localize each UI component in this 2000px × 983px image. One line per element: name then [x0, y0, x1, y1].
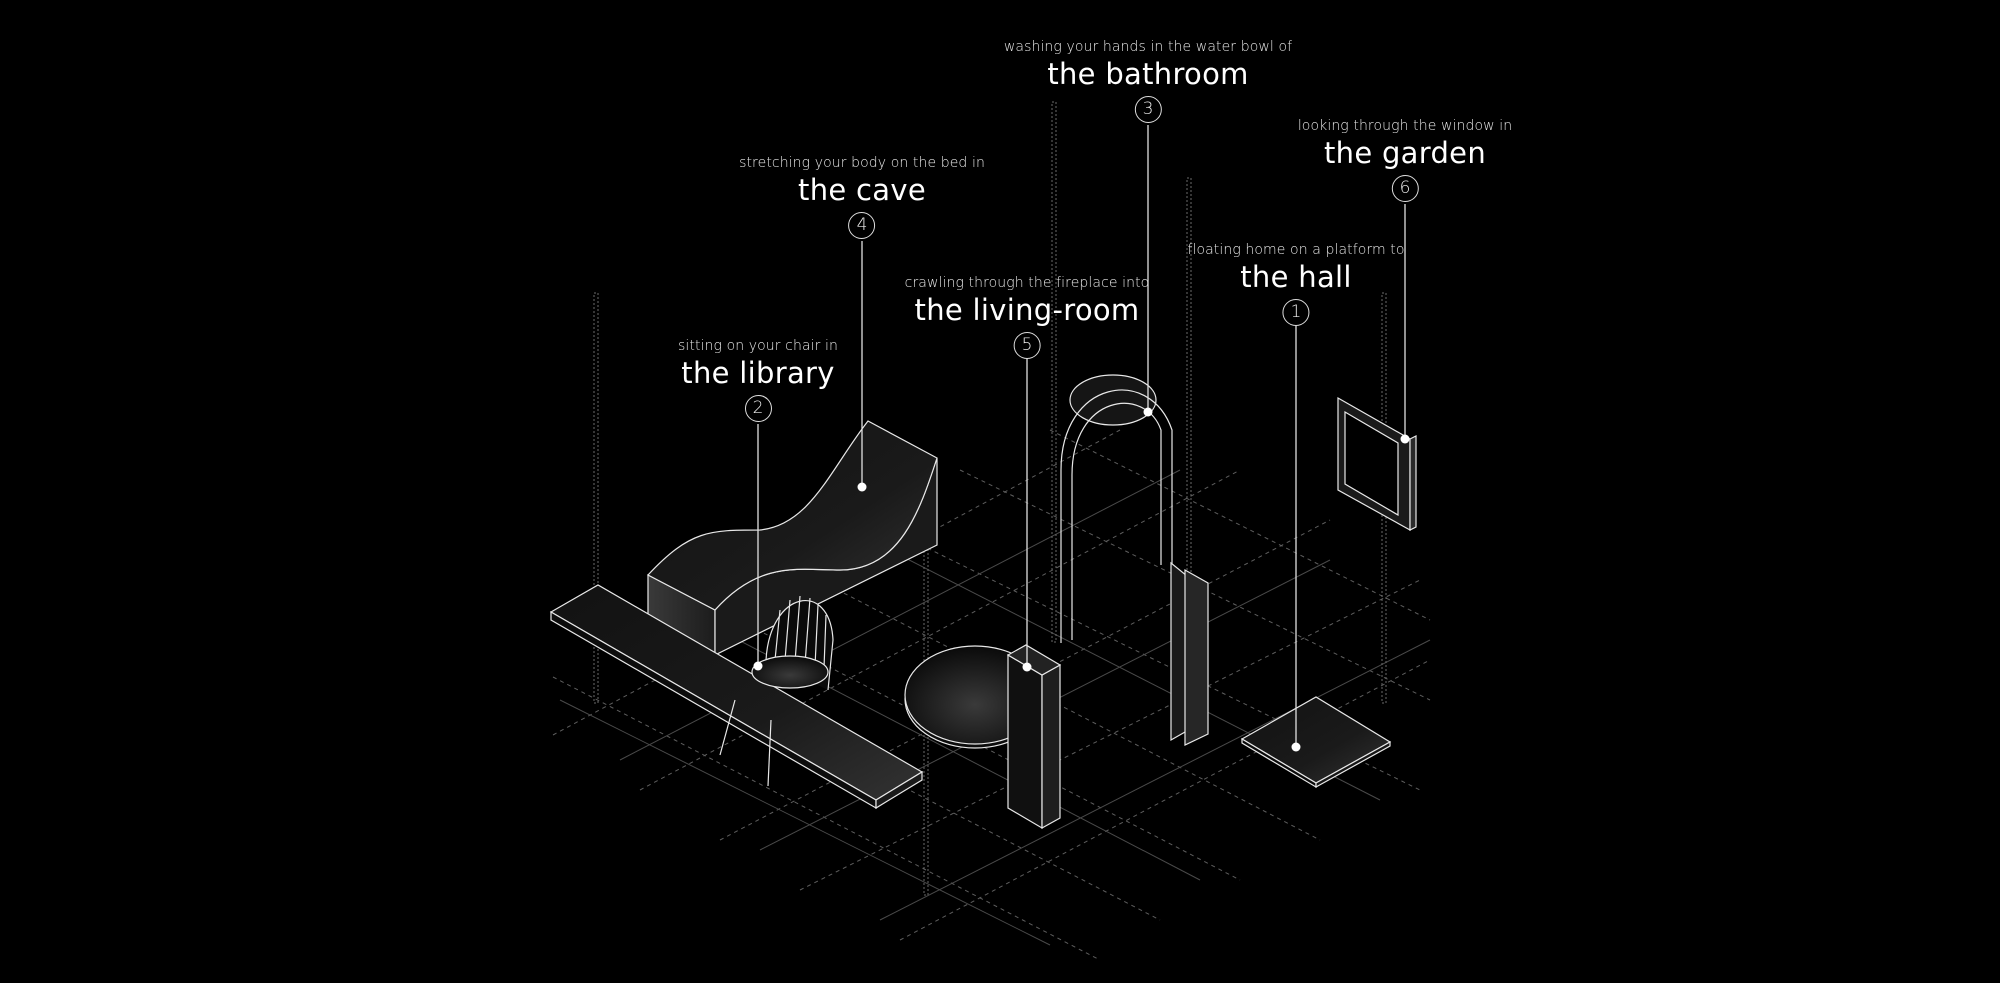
label-title: the library: [681, 356, 835, 390]
hall-platform: [1240, 696, 1392, 789]
leader-lines: [753, 125, 1410, 752]
cave-bed: [647, 420, 938, 657]
label-library: sitting on your chair in the library 2: [678, 337, 838, 422]
number-badge: 3: [1134, 96, 1162, 123]
label-subtitle: sitting on your chair in: [677, 338, 839, 354]
label-title: the hall: [1240, 260, 1352, 294]
windsor-chair: [719, 595, 834, 787]
label-title: the cave: [798, 173, 926, 207]
library-bench: [549, 584, 924, 810]
number-badge: 4: [848, 212, 876, 239]
label-subtitle: looking through the window in: [1297, 118, 1513, 134]
number-badge: 2: [744, 395, 772, 422]
label-subtitle: crawling through the fireplace into: [904, 275, 1150, 291]
label-garden: looking through the window in the garden…: [1298, 117, 1512, 202]
label-subtitle: washing your hands in the water bowl of: [1003, 39, 1293, 55]
label-title: the living-room: [914, 293, 1140, 327]
label-title: the garden: [1323, 136, 1487, 170]
label-title: the bathroom: [1047, 57, 1249, 91]
label-cave: stretching your body on the bed in the c…: [739, 154, 985, 239]
label-hall: floating home on a platform to the hall …: [1187, 241, 1404, 326]
number-badge: 1: [1282, 299, 1310, 326]
fireplace-column: [1006, 644, 1062, 830]
label-bathroom: washing your hands in the water bowl of …: [1004, 38, 1292, 123]
label-living-room: crawling through the fireplace into the …: [905, 274, 1150, 359]
number-badge: 6: [1391, 175, 1419, 202]
label-subtitle: floating home on a platform to: [1187, 242, 1405, 258]
garden-window: [1337, 396, 1417, 532]
bathroom-arch: [1060, 374, 1209, 746]
number-badge: 5: [1013, 332, 1041, 359]
label-subtitle: stretching your body on the bed in: [739, 155, 985, 171]
